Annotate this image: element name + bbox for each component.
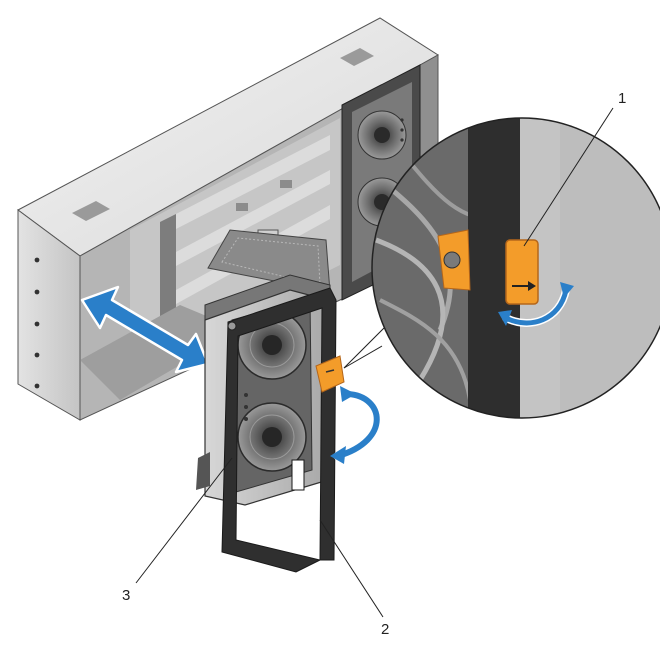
bay-rail xyxy=(176,135,330,229)
fan-icon xyxy=(357,110,407,160)
flange-holes xyxy=(34,257,40,389)
callout-label-2: 2 xyxy=(381,621,389,638)
callout-label-1: 1 xyxy=(618,90,626,107)
bay-connector xyxy=(236,203,248,211)
callout-label-3: 3 xyxy=(122,587,130,604)
bay-connector xyxy=(280,180,292,188)
chassis-top-pad xyxy=(340,48,374,66)
curved-arrow-icon xyxy=(330,386,382,464)
curved-arrow-icon xyxy=(498,282,574,327)
release-tab-icon xyxy=(315,355,345,393)
detail-magnifier xyxy=(343,117,660,419)
bay-rail xyxy=(176,170,330,266)
fan-icon xyxy=(237,402,307,472)
fan-module xyxy=(196,229,345,573)
fan-module-handle xyxy=(221,287,337,573)
release-tab-icon xyxy=(505,239,539,305)
bay-floor xyxy=(80,305,240,400)
chassis-top-pad xyxy=(72,201,110,221)
callout-leaders xyxy=(135,107,614,618)
